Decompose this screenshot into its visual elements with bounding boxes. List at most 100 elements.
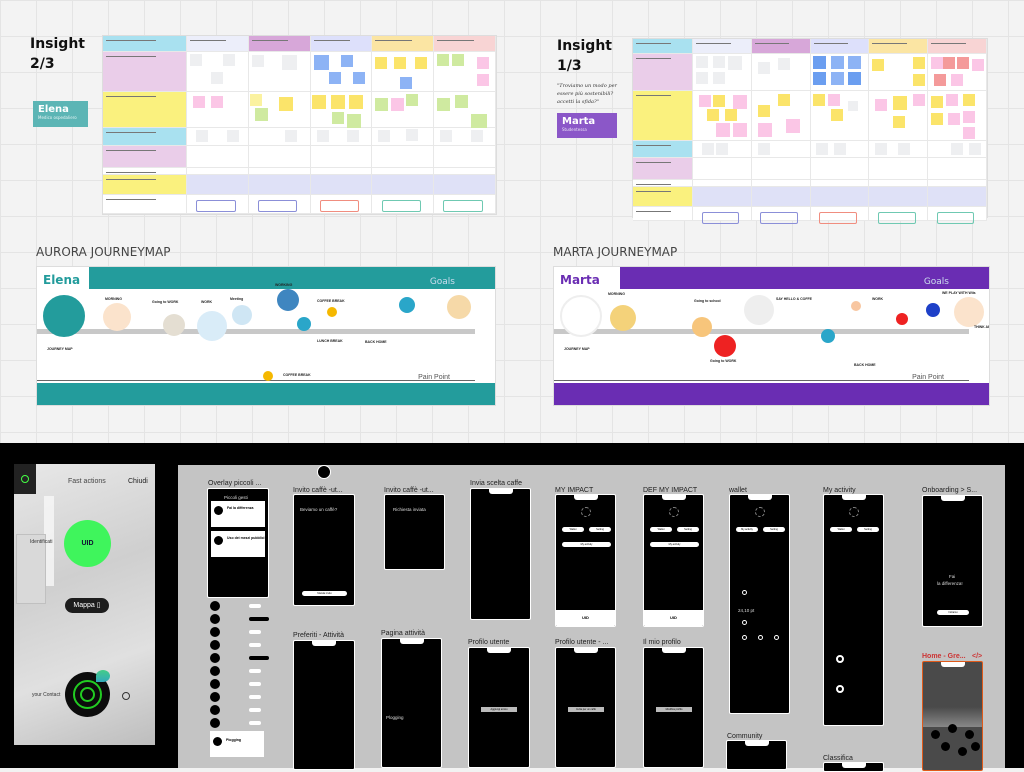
sticky-note[interactable] bbox=[898, 143, 911, 155]
sticky-note[interactable] bbox=[912, 94, 925, 106]
table-cell[interactable] bbox=[751, 180, 811, 198]
table-cell[interactable] bbox=[434, 168, 496, 186]
sticky-note[interactable] bbox=[254, 108, 268, 121]
table-cell[interactable] bbox=[751, 158, 811, 180]
sticky-note[interactable] bbox=[190, 54, 203, 66]
table-cell[interactable] bbox=[693, 39, 752, 54]
table-cell[interactable] bbox=[434, 52, 496, 92]
sticky-note[interactable] bbox=[226, 130, 239, 142]
sticky-note[interactable] bbox=[328, 72, 341, 84]
table-cell[interactable] bbox=[103, 175, 187, 195]
sticky-note[interactable] bbox=[830, 109, 843, 121]
table-cell[interactable] bbox=[248, 146, 311, 168]
list-item-toggle[interactable] bbox=[249, 617, 269, 621]
insight-table-elena[interactable] bbox=[102, 35, 497, 215]
sticky-note[interactable] bbox=[892, 96, 907, 110]
sticky-note[interactable] bbox=[470, 130, 483, 142]
table-cell[interactable] bbox=[810, 39, 870, 54]
list-item-toggle[interactable] bbox=[249, 643, 261, 647]
table-cell[interactable] bbox=[372, 175, 435, 195]
table-cell[interactable] bbox=[372, 195, 435, 214]
table-cell[interactable] bbox=[928, 54, 987, 91]
table-cell[interactable] bbox=[928, 39, 987, 54]
table-cell[interactable] bbox=[633, 180, 693, 187]
journey-step-icon[interactable] bbox=[744, 295, 774, 325]
sticky-note[interactable] bbox=[931, 57, 944, 69]
table-cell[interactable] bbox=[372, 36, 435, 52]
sticky-note[interactable] bbox=[962, 94, 975, 106]
list-item-toggle[interactable] bbox=[249, 656, 269, 660]
sticky-note[interactable] bbox=[848, 72, 862, 85]
sticky-note[interactable] bbox=[211, 96, 224, 108]
table-cell[interactable] bbox=[869, 91, 929, 141]
sticky-note[interactable] bbox=[962, 127, 975, 139]
list-item-toggle[interactable] bbox=[249, 669, 261, 673]
sticky-note[interactable] bbox=[716, 143, 729, 155]
table-cell[interactable] bbox=[103, 168, 187, 175]
table-cell[interactable] bbox=[928, 158, 987, 180]
sticky-note[interactable] bbox=[830, 56, 844, 69]
wireframe-screen[interactable] bbox=[293, 640, 355, 770]
table-cell[interactable] bbox=[187, 146, 249, 168]
sticky-note[interactable] bbox=[933, 74, 946, 86]
table-cell[interactable] bbox=[248, 128, 311, 146]
table-cell[interactable] bbox=[693, 91, 752, 141]
table-cell[interactable] bbox=[751, 187, 811, 207]
table-cell[interactable] bbox=[869, 180, 929, 198]
table-cell[interactable] bbox=[372, 52, 435, 92]
table-cell[interactable] bbox=[693, 180, 752, 198]
table-cell[interactable] bbox=[869, 187, 929, 207]
sticky-note[interactable] bbox=[316, 130, 329, 142]
sticky-note[interactable] bbox=[945, 94, 958, 106]
list-item-toggle[interactable] bbox=[249, 604, 261, 608]
sticky-note[interactable] bbox=[695, 56, 708, 68]
table-cell[interactable] bbox=[633, 158, 693, 180]
sticky-note[interactable] bbox=[279, 97, 294, 111]
sticky-note[interactable] bbox=[414, 57, 427, 69]
sticky-note[interactable] bbox=[816, 143, 829, 155]
table-cell[interactable] bbox=[187, 36, 249, 52]
wireframe-screen[interactable]: Richiesta inviata bbox=[384, 494, 445, 570]
wallet-button[interactable]: Wallet bbox=[650, 527, 672, 532]
sticky-note[interactable] bbox=[931, 96, 944, 108]
sticky-note[interactable] bbox=[405, 129, 418, 141]
journey-step-icon[interactable] bbox=[610, 305, 636, 331]
journey-step-icon[interactable] bbox=[954, 297, 984, 327]
table-cell[interactable] bbox=[751, 207, 811, 224]
journey-step-icon[interactable] bbox=[197, 311, 227, 341]
table-cell[interactable] bbox=[187, 52, 249, 92]
contact-bubble[interactable] bbox=[958, 747, 967, 756]
sticky-note[interactable] bbox=[399, 77, 412, 89]
table-cell[interactable] bbox=[248, 175, 311, 195]
table-cell[interactable] bbox=[869, 141, 929, 158]
journey-step-icon[interactable] bbox=[163, 314, 185, 336]
table-cell[interactable] bbox=[693, 54, 752, 91]
table-cell[interactable] bbox=[372, 146, 435, 168]
profile-action-button[interactable]: Invita per un caffè bbox=[568, 707, 604, 712]
my-activity-button[interactable]: My activity bbox=[650, 542, 699, 547]
sticky-note[interactable] bbox=[437, 98, 451, 111]
sticky-note[interactable] bbox=[405, 94, 418, 106]
sticky-note[interactable] bbox=[393, 57, 406, 69]
sticky-note[interactable] bbox=[912, 57, 925, 69]
journey-step-icon[interactable] bbox=[327, 307, 337, 317]
sticky-note[interactable] bbox=[378, 130, 391, 142]
table-cell[interactable] bbox=[810, 158, 870, 180]
sticky-note[interactable] bbox=[875, 99, 888, 111]
table-cell[interactable] bbox=[633, 187, 693, 207]
action-card[interactable]: Plogging bbox=[210, 731, 264, 757]
table-cell[interactable] bbox=[928, 187, 987, 207]
contact-bubble[interactable] bbox=[971, 742, 980, 751]
journey-step-icon[interactable] bbox=[447, 295, 471, 319]
table-cell[interactable] bbox=[751, 54, 811, 91]
table-cell[interactable] bbox=[103, 92, 187, 128]
sticky-note[interactable] bbox=[452, 54, 465, 66]
table-cell[interactable] bbox=[103, 52, 187, 92]
journey-step-icon[interactable] bbox=[926, 303, 940, 317]
sticky-note[interactable] bbox=[948, 113, 961, 125]
table-cell[interactable] bbox=[103, 146, 187, 168]
wireframe-screen[interactable]: Modifica profilo bbox=[643, 647, 704, 768]
